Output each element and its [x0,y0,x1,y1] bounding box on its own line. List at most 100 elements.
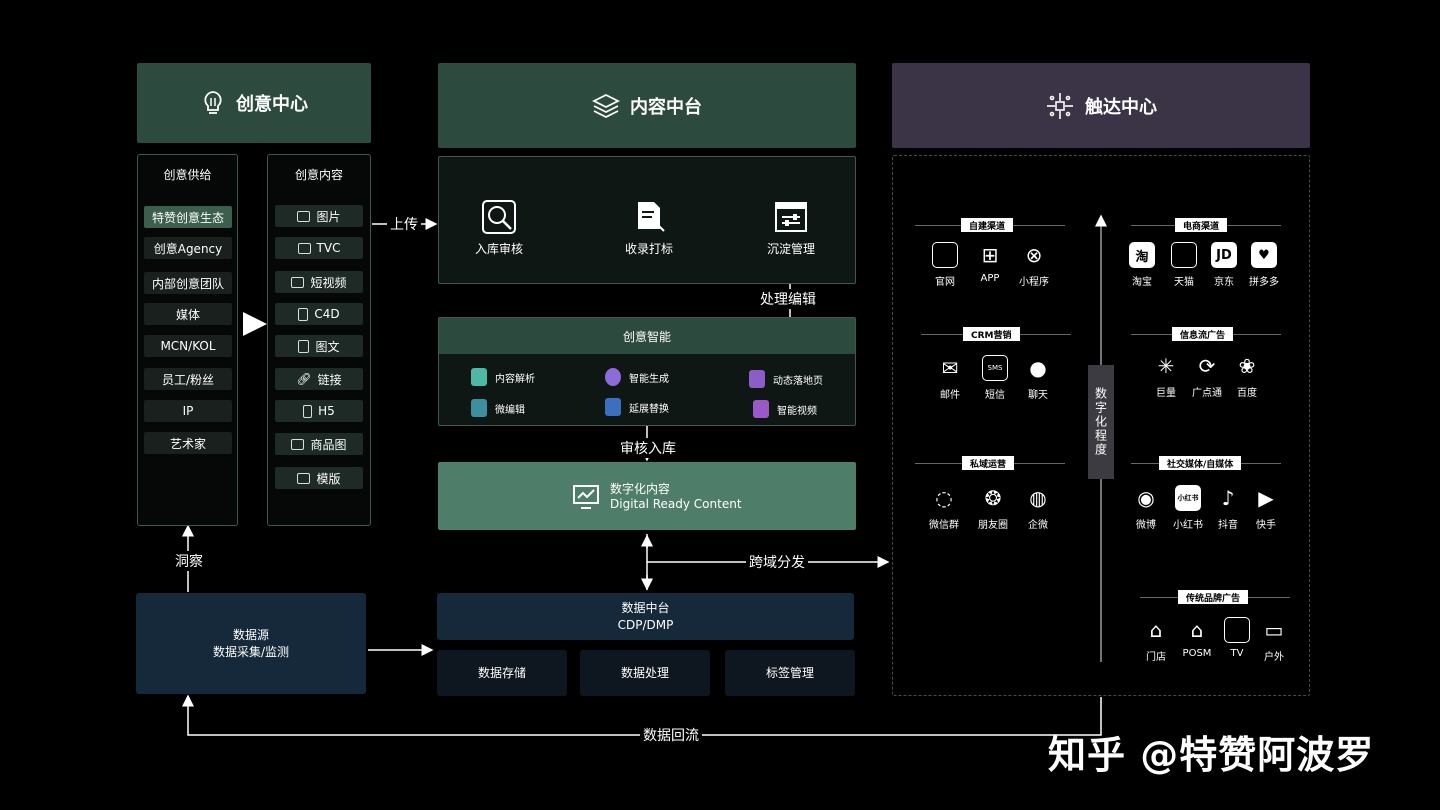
channel-label: 巨量 [1156,388,1176,399]
ai-item-micro-edit[interactable]: 微编辑 [471,399,525,417]
content-item-link[interactable]: 🔗︎ 链接 [275,368,363,390]
link-icon: 🔗︎ [296,372,312,386]
channel-tmall[interactable]: 天猫 [1162,242,1206,288]
channel-xiaohongshu[interactable]: 小红书 小红书 [1166,485,1210,531]
channel-guangdiantong[interactable]: ⟳ 广点通 [1185,353,1229,399]
content-platform-header: 内容中台 [438,63,856,148]
upload-label: 上传 [387,214,421,234]
channel-jd[interactable]: JD 京东 [1202,242,1246,288]
channel-store[interactable]: ⌂ 门店 [1134,617,1178,663]
supply-item[interactable]: 员工/粉丝 [144,368,232,390]
digital-ready-content-box: 数字化内容 Digital Ready Content [438,462,856,530]
digital-content-title: 数字化内容 [610,482,671,496]
content-item-rich-text[interactable]: 图文 [275,335,363,357]
channel-wechat-group[interactable]: ◌ 微信群 [922,485,966,531]
channel-label: 朋友圈 [978,520,1008,531]
channel-label: 官网 [935,277,955,288]
channel-juliang[interactable]: ✳ 巨量 [1144,353,1188,399]
creative-ai-panel: 创意智能 内容解析 智能生成 动态落地页 微编辑 延展替换 智能视频 [438,317,856,426]
email-icon: ✉ [941,356,959,380]
supply-item[interactable]: 创意Agency [144,237,232,259]
content-item-product-image[interactable]: 商品图 [275,433,363,455]
supply-item[interactable]: 媒体 [144,303,232,325]
content-item-label: 短视频 [310,275,347,290]
channel-kuaishou[interactable]: ▶ 快手 [1244,485,1288,531]
data-source-subtitle: 数据采集/监测 [212,644,290,659]
channel-outdoor[interactable]: ▭ 户外 [1252,617,1296,663]
supply-item[interactable]: MCN/KOL [144,335,232,357]
channel-website[interactable]: 官网 [923,242,967,288]
data-platform-box: 数据中台 CDP/DMP [437,593,854,640]
ai-item-dynamic-landing[interactable]: 动态落地页 [749,370,823,388]
channel-wecom[interactable]: ◍ 企微 [1016,485,1060,531]
process-edit-label: 处理编辑 [757,289,819,309]
html5-icon [749,370,765,388]
search-review-icon [482,200,516,234]
channel-posm[interactable]: ⌂ POSM [1175,617,1219,659]
channel-label: 微博 [1136,520,1156,531]
creative-center-title: 创意中心 [236,94,308,115]
ai-item-smart-video[interactable]: 智能视频 [753,400,817,418]
tmall-icon [1171,242,1197,268]
moments-aperture-icon: ❂ [984,486,1002,510]
generate-circle-icon [605,368,621,386]
reach-center-header: 触达中心 [892,63,1310,148]
creative-center-header: 创意中心 [137,63,371,143]
group-title-private: 私域运营 [962,456,1015,470]
supply-item[interactable]: IP [144,400,232,422]
content-item-label: 商品图 [310,437,347,452]
channel-moments[interactable]: ❂ 朋友圈 [971,485,1015,531]
creative-content-panel: 创意内容 图片 TVC 短视频 C4D 图文 🔗︎ 链接 H5 商品图 模版 [267,154,371,526]
content-item-label: 图片 [316,209,341,224]
channel-chat[interactable]: ● 聊天 [1016,355,1060,401]
step-review: 入库审核 [474,242,523,256]
tag-document-icon [638,202,665,232]
supply-item[interactable]: 特赞创意生态 [144,206,232,228]
content-item-template[interactable]: 模版 [275,467,363,489]
channel-pinduoduo[interactable]: ♥ 拼多多 [1242,242,1286,288]
creative-ai-title: 创意智能 [622,329,671,344]
supply-item[interactable]: 内部创意团队 [144,272,232,294]
channel-mini-program[interactable]: ⊗ 小程序 [1012,242,1056,288]
content-platform-title: 内容中台 [630,96,702,118]
content-item-label: 链接 [317,372,342,387]
channel-label: 天猫 [1174,277,1194,288]
channel-email[interactable]: ✉ 邮件 [928,355,972,401]
ai-item-content-parse[interactable]: 内容解析 [471,368,535,386]
posm-shop-icon: ⌂ [1190,618,1204,642]
channel-sms[interactable]: SMS 短信 [973,355,1017,401]
wechat-group-icon: ◌ [935,486,953,510]
channel-weibo[interactable]: ◉ 微博 [1124,485,1168,531]
ai-item-label: 延展替换 [629,403,669,415]
image-icon [297,210,311,222]
content-item-c4d[interactable]: C4D [275,303,363,325]
data-module-processing[interactable]: 数据处理 [580,650,710,696]
psd-file-icon [471,368,487,386]
content-item-tvc[interactable]: TVC [275,237,363,259]
archive-manage-icon [775,202,807,232]
sms-icon: SMS [982,355,1008,381]
ai-item-smart-generate[interactable]: 智能生成 [605,368,669,386]
storefront-icon: ⌂ [1149,618,1163,642]
content-item-label: TVC [316,241,341,255]
group-title-own: 自建渠道 [961,218,1014,232]
data-module-storage[interactable]: 数据存储 [437,650,567,696]
channel-taobao[interactable]: 淘 淘宝 [1120,242,1164,288]
content-item-short-video[interactable]: 短视频 [275,271,363,293]
content-item-h5[interactable]: H5 [275,400,363,422]
supply-item[interactable]: 艺术家 [144,432,232,454]
insight-label: 洞察 [172,551,206,571]
channel-douyin[interactable]: ♪ 抖音 [1206,485,1250,531]
group-title-feed: 信息流广告 [1172,327,1234,341]
channel-label: 小红书 [1173,520,1203,531]
wecom-icon: ◍ [1029,486,1047,510]
ai-item-extend-replace[interactable]: 延展替换 [605,398,669,416]
data-backflow-label: 数据回流 [640,725,702,745]
reach-channels-panel [892,155,1310,696]
channel-tv[interactable]: TV [1215,617,1259,659]
content-item-image[interactable]: 图片 [275,205,363,227]
data-module-tagging[interactable]: 标签管理 [725,650,855,696]
creative-ai-header: 创意智能 [439,318,855,354]
channel-app[interactable]: ⊞ APP [968,242,1012,284]
channel-baidu[interactable]: ❀ 百度 [1225,353,1269,399]
